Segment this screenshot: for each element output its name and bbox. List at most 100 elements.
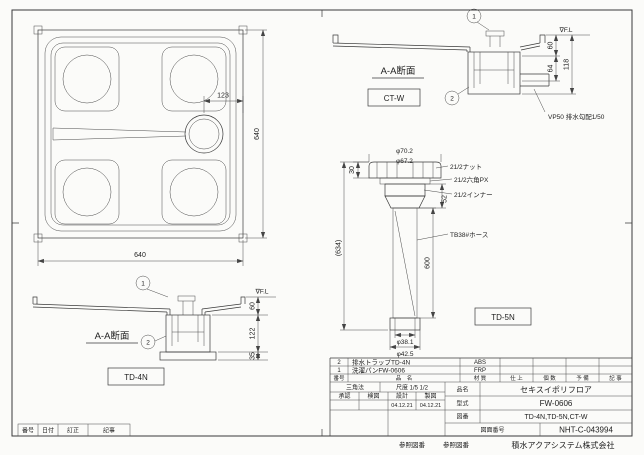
dim-600-text: 600 <box>425 257 432 269</box>
pipe-note-text: VP50 排水勾配1/50 <box>548 112 605 121</box>
draft-label: 製図 <box>424 392 436 400</box>
projection-label: 三角法 <box>346 384 364 392</box>
slope-lines <box>52 127 187 141</box>
dim-60: 60 <box>548 42 555 50</box>
hose-fitting <box>389 317 421 331</box>
dim-30: 30 <box>349 161 369 179</box>
td4n-dims: ∇F.L 60 122 35 <box>212 289 276 361</box>
dim-634: (634) <box>336 161 388 331</box>
revision-no-label: 番号 <box>22 428 34 435</box>
pipe-note: VP50 排水勾配1/50 <box>533 88 605 121</box>
balloon-2: 2 <box>444 86 470 106</box>
td4n-label: TD-4N <box>124 373 148 382</box>
balloon-1: 1 <box>135 275 169 298</box>
part-name: 排水トラップTD-4N <box>352 358 410 367</box>
dim-height: 640 <box>245 29 267 239</box>
product-name: セキスイポリフロア <box>520 386 592 395</box>
assembly-td5n: φ70.2 φ67.2 30 21/2ナット 21/2六角PX 21/2インナー… <box>336 148 532 358</box>
ctw-label: CT-W <box>384 94 405 103</box>
drawings-list: TD-4N,TD-5N,CT-W <box>525 414 588 421</box>
strainer-plug <box>177 295 196 315</box>
td5n-label-box: TD-5N <box>474 307 532 326</box>
balloon-1-number: 1 <box>141 281 145 288</box>
dim-52-text: 52 <box>442 195 449 203</box>
part-no: 2 <box>337 360 341 366</box>
section-title: A-A断面 <box>381 65 416 77</box>
balloon-1: 1 <box>466 8 490 31</box>
dim-640-right: 640 <box>254 128 261 140</box>
header-no: 番号 <box>333 375 345 382</box>
header-material: 材 質 <box>474 374 487 382</box>
revision-date-label: 日付 <box>42 427 54 435</box>
cleanout-plug <box>485 30 505 47</box>
title-block: 2 排水トラップTD-4N ABS 1 洗濯パンFW-0606 FRP 番号 品… <box>329 358 632 436</box>
trap-body <box>467 51 550 95</box>
fl-mark: ∇F.L <box>558 27 572 34</box>
balloon-1-number: 1 <box>472 14 476 21</box>
dim-phi38: φ38.1 <box>397 339 414 346</box>
callout-inner: 21/2インナー <box>454 191 493 199</box>
product-info: 品名 セキスイポリフロア 型式 FW-0606 図番 TD-4N,TD-5N,C… <box>456 386 613 435</box>
dim-phi70: φ70.2 <box>396 148 413 155</box>
parts-list: 2 排水トラップTD-4N ABS 1 洗濯パンFW-0606 FRP <box>337 358 486 375</box>
header-note: 記 事 <box>609 374 622 382</box>
parts-headers: 番号 品 名 材 質 仕 上 個 数 予 備 記 事 <box>333 374 622 382</box>
dim-634-text: (634) <box>336 240 343 256</box>
drawing-number: NHT-C-043994 <box>559 426 613 435</box>
product-label: 品名 <box>456 386 468 394</box>
design-date: 04.12.21 <box>391 403 412 409</box>
revision-by-label: 訂正 <box>67 427 79 435</box>
trap-body <box>159 314 217 361</box>
pan-profile <box>32 296 246 315</box>
part-material: ABS <box>474 360 486 366</box>
fl-mark: ∇F.L <box>254 289 268 296</box>
dim-60: 60 <box>250 302 257 310</box>
header-qty: 個 数 <box>543 374 556 382</box>
header-finish: 仕 上 <box>510 374 523 382</box>
hose <box>392 207 418 319</box>
td5n-label: TD-5N <box>491 313 515 322</box>
balloon-2-number: 2 <box>450 96 454 103</box>
dim-width: 640 <box>37 240 244 266</box>
callout-nut: 21/2ナット <box>450 163 482 171</box>
dim-phi-bottom: φ38.1 φ42.5 <box>389 330 421 358</box>
dim-118: 118 <box>564 59 571 70</box>
dim-123: 123 <box>217 93 229 100</box>
corner-tabs <box>33 25 248 243</box>
pan-profile <box>332 34 546 52</box>
model-label: 型式 <box>456 400 468 408</box>
approve-label: 承認 <box>338 392 350 400</box>
scale-label: 尺度 1/5 1/2 <box>396 384 429 392</box>
header-spare: 予 備 <box>576 374 589 382</box>
ref-drawing-left: 参照図番 <box>399 440 426 449</box>
callout-packing: 21/2六角PX <box>454 175 489 184</box>
section-title: A-A断面 <box>95 330 130 342</box>
packing <box>379 177 431 185</box>
dim-offset: 123 <box>203 93 244 113</box>
plan-view: 123 640 640 <box>33 25 267 266</box>
dim-64: 64 <box>548 65 555 73</box>
check-label: 検図 <box>367 392 379 400</box>
section-td4n: 1 2 A-A断面 TD-4N ∇F.L 60 122 35 <box>32 275 276 386</box>
draft-date: 04.12.21 <box>420 403 441 409</box>
callout-hose: TB38#ホース <box>450 231 488 239</box>
td4n-label-box: TD-4N <box>107 367 165 386</box>
design-label: 設計 <box>396 392 408 400</box>
ctw-label-box: CT-W <box>367 88 421 107</box>
dim-phi67: φ67.2 <box>396 158 413 165</box>
revision-note-label: 記事 <box>103 427 115 435</box>
header-name: 品 名 <box>396 374 413 382</box>
inner-piece <box>384 183 426 209</box>
dim-600: 600 <box>417 207 436 319</box>
dim-122: 122 <box>250 328 257 340</box>
ref-drawing-right: 参照図番 <box>443 440 470 449</box>
anti-slip-pads <box>54 46 227 225</box>
revision-table: 番号 日付 訂正 記事 <box>17 423 131 437</box>
model-number: FW-0606 <box>540 399 573 408</box>
callouts: 21/2ナット 21/2六角PX 21/2インナー TB38#ホース <box>416 163 493 241</box>
dim-35: 35 <box>250 352 257 360</box>
drawings-label: 図番 <box>456 414 468 421</box>
drawing-number-label: 図面番号 <box>480 427 504 434</box>
part-name: 洗濯パンFW-0606 <box>352 366 405 375</box>
